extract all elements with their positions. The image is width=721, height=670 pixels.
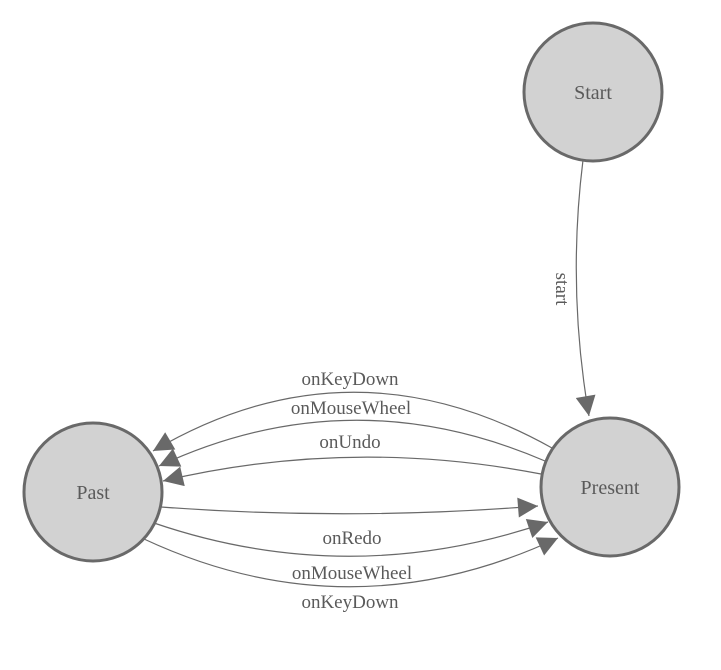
node-start: Start (522, 21, 664, 163)
node-start-label: Start (574, 82, 612, 104)
node-past-label: Past (76, 482, 110, 504)
edges-layer (143, 159, 596, 588)
edge-label-onmousewheel-upper: onMouseWheel (291, 398, 411, 419)
node-present-label: Present (581, 477, 640, 499)
node-present: Present (539, 416, 681, 558)
edge-label-onundo: onUndo (319, 432, 380, 453)
edge-present-to-past-onundo (162, 456, 542, 487)
node-past-circle (22, 421, 164, 563)
edge-label-onredo: onRedo (322, 528, 381, 549)
edge-label-onmousewheel-lower: onMouseWheel (292, 563, 412, 584)
edge-label-onkeydown-upper: onKeyDown (301, 369, 399, 390)
edge-start-to-present (575, 159, 596, 417)
edge-past-to-present-onredo (160, 497, 539, 518)
edge-present-to-past-onkeydown (152, 391, 553, 452)
edge-label-onkeydown-lower: onKeyDown (301, 592, 399, 613)
node-past: Past (22, 421, 164, 563)
node-present-circle (539, 416, 681, 558)
edge-past-to-present-onkeydown (143, 537, 559, 588)
node-start-circle (522, 21, 664, 163)
edge-past-to-present-onmousewheel (153, 519, 549, 557)
edge-labels-layer: start onKeyDown onMouseWheel onUndo onRe… (291, 273, 572, 613)
edge-present-to-past-onmousewheel (158, 419, 546, 467)
edge-label-start: start (551, 273, 572, 306)
